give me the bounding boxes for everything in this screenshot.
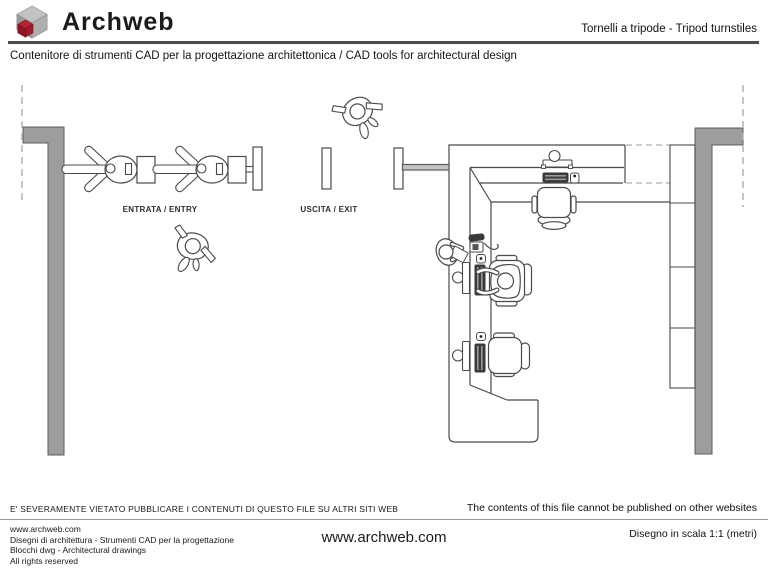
monitor-plate xyxy=(461,261,471,295)
back-cabinet xyxy=(669,144,696,389)
copyright-notice-english: The contents of this file cannot be publ… xyxy=(466,502,757,514)
office-chair-bottom xyxy=(487,332,531,378)
exit-gate-post-1 xyxy=(321,147,332,190)
person-entering xyxy=(163,223,222,282)
telephone xyxy=(468,233,499,253)
office-chair-top xyxy=(531,186,577,230)
keyboard xyxy=(542,172,569,183)
exit-gate-post-2 xyxy=(393,147,404,190)
tripod-turnstile-2 xyxy=(152,144,247,194)
person-exiting xyxy=(329,83,395,148)
footer-info-block: www.archweb.com Disegni di architettura … xyxy=(10,524,234,566)
exit-label: USCITA / EXIT xyxy=(300,205,358,214)
left-wall xyxy=(22,126,65,456)
turnstile-end-plate xyxy=(252,146,263,191)
person-at-counter xyxy=(435,238,469,266)
tripod-turnstile-1 xyxy=(61,144,156,194)
site-url: www.archweb.com xyxy=(321,529,447,546)
turnstile-lane xyxy=(61,144,263,194)
monitor-base xyxy=(451,349,465,362)
wall-dashed-lines xyxy=(21,85,744,207)
scale-note: Disegno in scala 1:1 (metri) xyxy=(629,528,757,540)
subtitle: Contenitore di strumenti CAD per la prog… xyxy=(10,50,517,62)
mouse xyxy=(570,172,580,184)
keyboard xyxy=(474,343,486,373)
footer-divider xyxy=(0,519,768,520)
footer-info-line: Disegni di architettura - Strumenti CAD … xyxy=(10,534,234,545)
monitor-base xyxy=(451,271,465,284)
workstation-bottom xyxy=(451,332,486,373)
workstation-middle xyxy=(451,254,486,296)
header: Archweb Tornelli a tripode - Tripod turn… xyxy=(0,0,768,42)
desk-cabinet-dashed xyxy=(626,144,670,184)
person-seated-operator xyxy=(475,264,521,299)
monitor-base xyxy=(548,149,561,163)
archweb-logo-icon xyxy=(16,5,48,39)
footer-info-line: Blocchi dwg - Architectural drawings xyxy=(10,545,147,555)
page-title: Tornelli a tripode - Tripod turnstiles xyxy=(581,23,757,35)
footer-info-line: www.archweb.com xyxy=(10,524,81,534)
entry-label: ENTRATA / ENTRY xyxy=(122,205,198,214)
archweb-logo: Archweb xyxy=(13,4,175,40)
exit-gate xyxy=(321,147,450,190)
logo-text: Archweb xyxy=(62,7,175,36)
gate-desk-connector-bar xyxy=(401,163,450,171)
copyright-notice-italian: E' SEVERAMENTE VIETATO PUBBLICARE I CONT… xyxy=(10,504,399,514)
header-divider xyxy=(8,41,759,44)
footer-info-line: All rights reserved xyxy=(10,555,79,566)
monitor-plate xyxy=(461,340,471,372)
right-wall xyxy=(694,127,744,455)
workstation-top xyxy=(541,149,580,184)
